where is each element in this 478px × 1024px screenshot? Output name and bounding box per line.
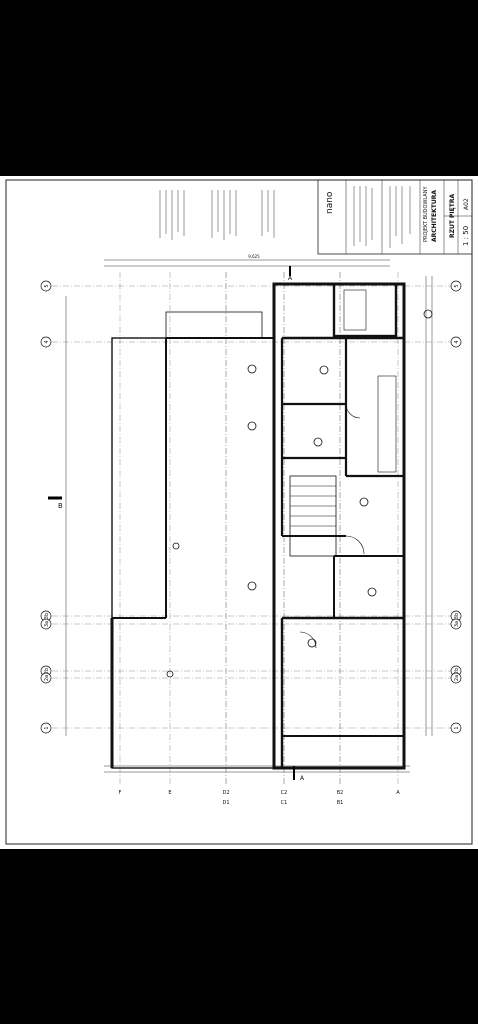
- sheet-frame: [5, 179, 473, 845]
- axis-label-D2: D2: [222, 790, 229, 796]
- axis-label-2a: 2a: [44, 675, 50, 681]
- axis-bubble-5: [40, 280, 52, 292]
- drawing-sheet: nano PROJEKT BUDOWLANY ARCHITEKTURA RZUT…: [0, 176, 478, 849]
- axis-label-3a: 3a: [454, 621, 460, 627]
- axis-bubble-2a: [450, 672, 462, 684]
- top-dimension: 9,625: [248, 254, 260, 259]
- section-mark-a-top: A: [288, 275, 293, 282]
- axis-bubble-1: [40, 722, 52, 734]
- axis-label-5: 5: [454, 284, 460, 287]
- exterior-stair: [165, 311, 263, 339]
- axis-label-D1: D1: [222, 800, 229, 806]
- axis-label-4: 4: [454, 340, 460, 343]
- axis-bubble-4: [40, 336, 52, 348]
- room-markers: [166, 309, 433, 678]
- axis-label-3a: 3a: [44, 621, 50, 627]
- axis-bubble-1: [450, 722, 462, 734]
- floor-plan-drawing: nano PROJEKT BUDOWLANY ARCHITEKTURA RZUT…: [5, 179, 473, 845]
- building-walls: [110, 282, 406, 770]
- terrace-outline: [111, 337, 275, 769]
- axis-label-2a: 2a: [454, 675, 460, 681]
- sheet-title: RZUT PIĘTRA: [449, 194, 456, 238]
- general-notes: [159, 190, 275, 240]
- axis-label-B1: B1: [337, 800, 344, 806]
- grid-lines: [52, 272, 456, 786]
- axis-label-1: 1: [44, 726, 50, 729]
- project-phase-label: PROJEKT BUDOWLANY: [423, 186, 429, 242]
- section-markers: B A A: [48, 266, 305, 782]
- title-block: nano PROJEKT BUDOWLANY ARCHITEKTURA RZUT…: [317, 179, 473, 255]
- section-mark-a-bottom: A: [300, 775, 305, 782]
- axis-label-1: 1: [454, 726, 460, 729]
- section-mark-b: B: [58, 502, 63, 510]
- axis-label-3b: 3b: [454, 613, 460, 619]
- axis-bubble-3a: [450, 618, 462, 630]
- axis-label-C1: C1: [281, 800, 288, 806]
- axis-label-B2: B2: [337, 790, 344, 796]
- axis-label-5: 5: [44, 284, 50, 287]
- dimension-lines: [65, 259, 433, 773]
- axis-label-2b: 2b: [454, 668, 460, 674]
- axis-bubble-2a: [40, 672, 52, 684]
- sheet-number: A02: [463, 198, 470, 210]
- axis-label-4: 4: [44, 340, 50, 343]
- axis-bubble-4: [450, 336, 462, 348]
- axis-label-3b: 3b: [44, 613, 50, 619]
- axis-label-F: F: [119, 790, 122, 796]
- logo-text: nano: [325, 191, 335, 214]
- axis-bubble-3a: [40, 618, 52, 630]
- discipline-label: ARCHITEKTURA: [431, 190, 438, 242]
- axis-label-A: A: [396, 790, 400, 796]
- scale-label: 1 : 50: [462, 226, 470, 246]
- axis-label-2b: 2b: [44, 668, 50, 674]
- axis-label-E: E: [168, 790, 171, 796]
- axis-bubble-5: [450, 280, 462, 292]
- axis-label-C2: C2: [281, 790, 288, 796]
